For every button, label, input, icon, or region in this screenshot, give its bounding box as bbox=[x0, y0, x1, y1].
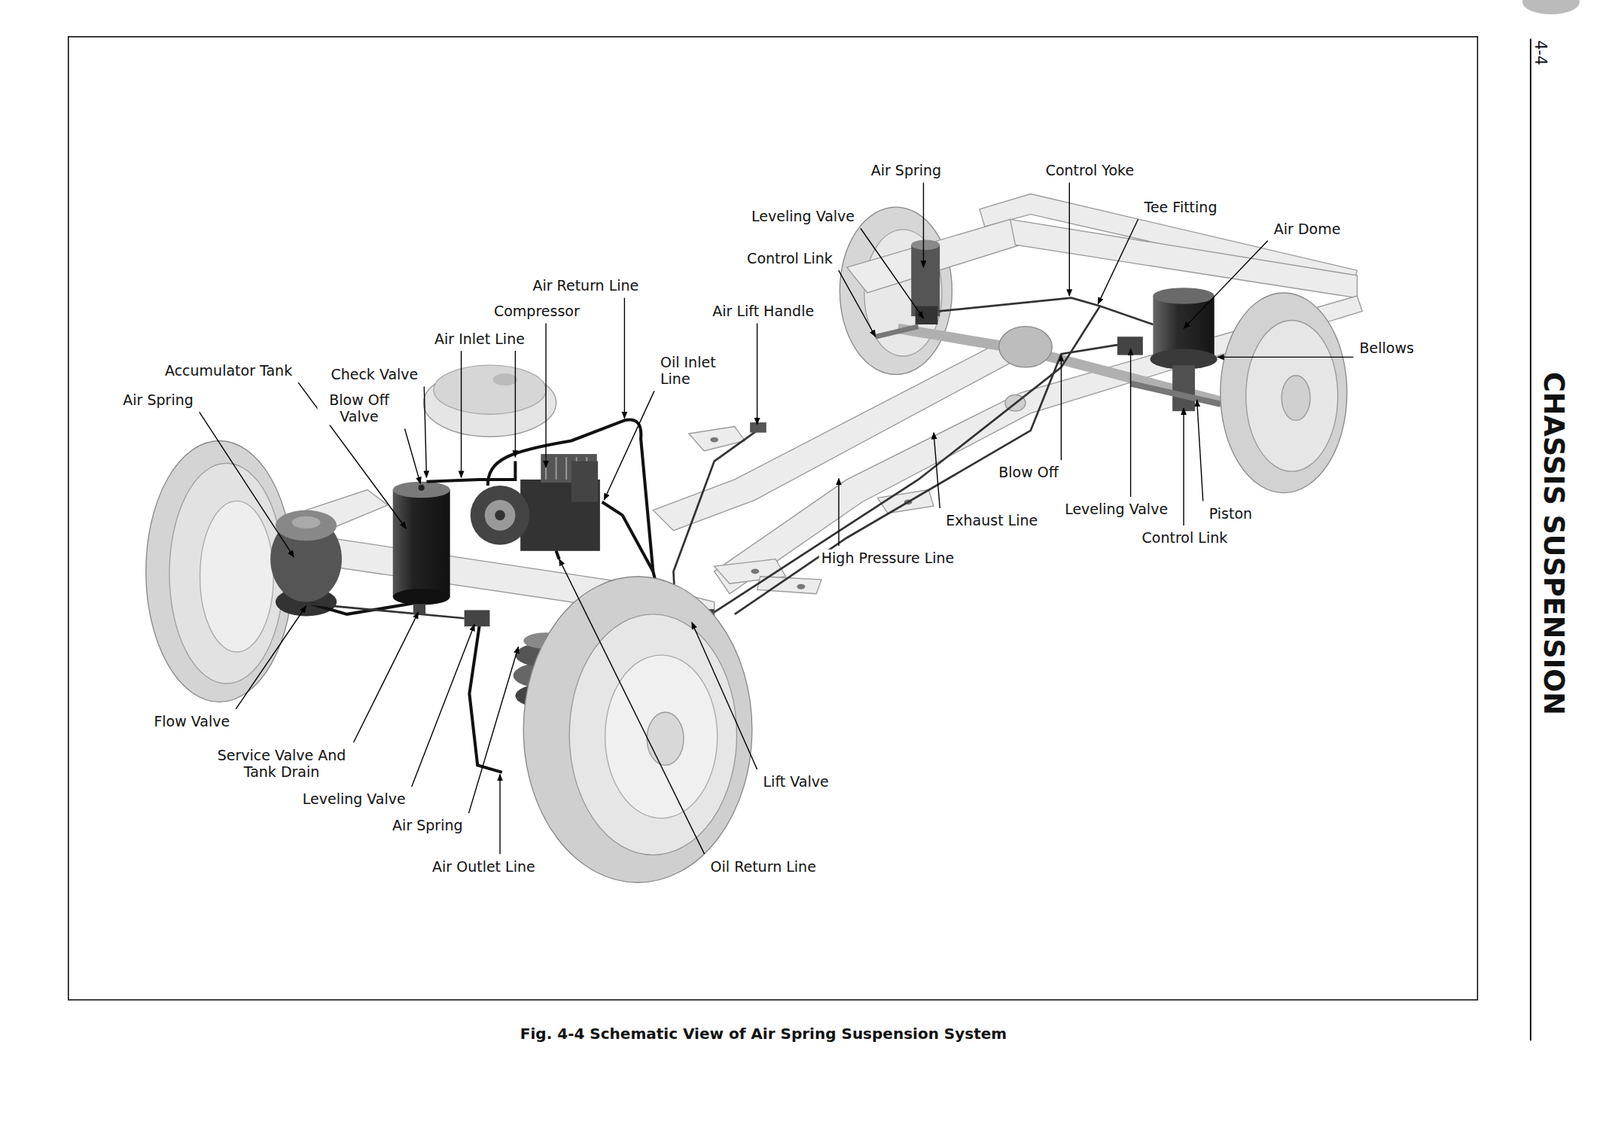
part-label: Piston bbox=[1206, 504, 1255, 522]
rear-left-wheel bbox=[839, 207, 952, 375]
leader-line bbox=[199, 411, 295, 558]
leader-line bbox=[545, 323, 546, 468]
part-label: Tee Fitting bbox=[1142, 198, 1220, 216]
leader-line bbox=[1069, 182, 1070, 297]
part-label: Lift Valve bbox=[761, 773, 832, 790]
section-header: CHASSIS SUSPENSION bbox=[1536, 369, 1570, 718]
figure-border bbox=[68, 36, 1479, 1000]
leader-line bbox=[691, 622, 758, 770]
front-left-wheel bbox=[146, 440, 293, 702]
rear-left-air-spring bbox=[875, 239, 940, 337]
frame bbox=[280, 193, 1363, 628]
part-label: Air Outlet Line bbox=[429, 857, 538, 875]
rear-right-wheel bbox=[1220, 292, 1348, 494]
part-label: Air Spring bbox=[868, 161, 944, 179]
leader-line bbox=[423, 387, 427, 479]
part-label: Oil Return Line bbox=[708, 857, 819, 875]
part-label: Leveling Valve bbox=[749, 207, 857, 225]
part-label: Bellows bbox=[1357, 339, 1417, 357]
leader-line bbox=[1183, 240, 1268, 330]
part-label: Control Link bbox=[1139, 529, 1231, 546]
leader-line bbox=[756, 323, 758, 425]
leader-line bbox=[624, 298, 625, 419]
leader-lines bbox=[199, 182, 1354, 855]
leader-line bbox=[515, 350, 516, 458]
part-label: Control Yoke bbox=[1043, 161, 1137, 179]
leader-line bbox=[499, 774, 500, 855]
part-label: Leveling Valve bbox=[1062, 500, 1171, 518]
part-label: Blow Off bbox=[996, 463, 1061, 481]
page-number: 4-4 bbox=[1531, 38, 1550, 68]
leader-line bbox=[1130, 348, 1131, 497]
leader-line bbox=[603, 390, 655, 500]
part-label: Exhaust Line bbox=[943, 512, 1040, 529]
part-label: Compressor bbox=[491, 302, 583, 320]
part-label: Air Spring bbox=[390, 816, 465, 834]
leader-line bbox=[353, 612, 419, 743]
leader-line bbox=[559, 559, 705, 855]
leader-line bbox=[1097, 219, 1138, 305]
part-label: Oil Inlet Line bbox=[658, 353, 738, 388]
part-label: Flow Valve bbox=[151, 713, 232, 730]
part-label: Blow Off Valve bbox=[317, 391, 402, 426]
part-label: Leveling Valve bbox=[300, 790, 409, 808]
leader-line bbox=[1182, 408, 1184, 526]
part-label: Control Link bbox=[744, 249, 836, 267]
leader-line bbox=[405, 428, 421, 484]
leader-line bbox=[469, 646, 519, 814]
leader-line bbox=[838, 270, 876, 337]
rear-lines bbox=[310, 298, 1153, 619]
leader-line bbox=[838, 478, 839, 546]
leader-line bbox=[298, 382, 406, 529]
leader-line bbox=[933, 432, 940, 509]
leader-line bbox=[1197, 399, 1204, 501]
chassis-drawing bbox=[68, 0, 1580, 1041]
figure-caption: Fig. 4-4 Schematic View of Air Spring Su… bbox=[518, 1025, 1009, 1044]
leader-line bbox=[923, 182, 924, 269]
part-label: Air Spring bbox=[120, 391, 196, 409]
margin-rule bbox=[1529, 38, 1532, 1041]
compressor bbox=[470, 454, 601, 552]
part-label: Air Return Line bbox=[530, 277, 641, 294]
leader-line bbox=[411, 624, 475, 787]
part-label: Accumulator Tank bbox=[162, 362, 295, 379]
accumulator-tank bbox=[393, 481, 451, 606]
part-label: Service Valve And Tank Drain bbox=[213, 746, 351, 781]
part-label: Air Dome bbox=[1271, 219, 1344, 237]
front-left-air-spring bbox=[270, 510, 342, 617]
ornament bbox=[1522, 0, 1580, 15]
leader-line bbox=[1060, 355, 1062, 461]
part-label: Air Inlet Line bbox=[432, 330, 528, 348]
part-label: Check Valve bbox=[328, 365, 421, 383]
air-cleaner bbox=[423, 365, 556, 437]
front-right-wheel bbox=[523, 576, 753, 884]
part-label: Air Lift Handle bbox=[710, 302, 817, 320]
leader-line bbox=[235, 606, 306, 710]
part-label: High Pressure Line bbox=[819, 549, 957, 567]
leader-line bbox=[1217, 356, 1354, 358]
leader-line bbox=[460, 350, 462, 478]
leader-line bbox=[860, 228, 924, 319]
